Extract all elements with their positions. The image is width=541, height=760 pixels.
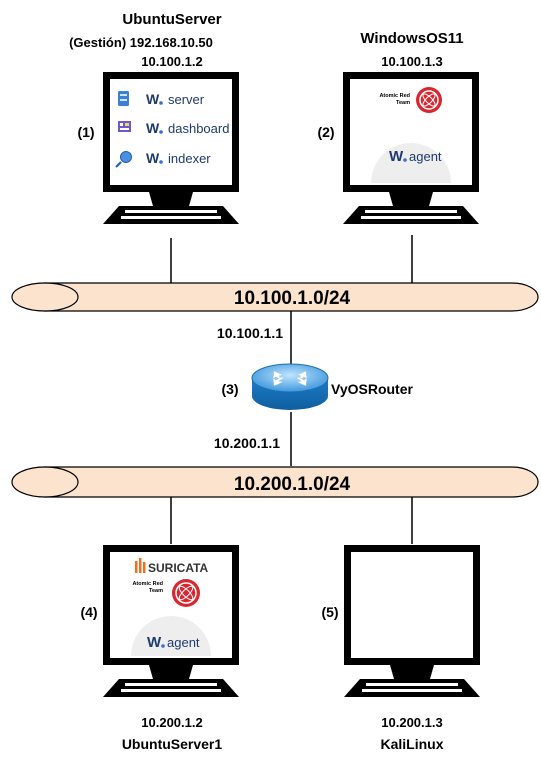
- wazuh-logo: W: [147, 634, 162, 651]
- router-index: (3): [221, 381, 238, 397]
- network-1-label: 10.100.1.0/24: [234, 288, 351, 309]
- server-icon: [118, 91, 129, 106]
- router-icon: [251, 363, 329, 410]
- host-4-index: (4): [80, 604, 97, 620]
- component-server: W server: [118, 91, 205, 107]
- host-1: UbuntuServer (Gestión) 192.168.10.50 10.…: [69, 11, 239, 224]
- router-name: VyOSRouter: [331, 381, 413, 397]
- suricata-text: SURICATA: [148, 561, 209, 575]
- host-5-index: (5): [321, 604, 338, 620]
- atomic-icon: [172, 579, 200, 607]
- host-5-ip: 10.200.1.3: [381, 715, 442, 730]
- wazuh-agent-badge: W agent: [371, 143, 451, 183]
- component-label: server: [168, 92, 205, 107]
- host-5-monitor: [344, 545, 480, 697]
- host-1-mgmt-ip: (Gestión) 192.168.10.50: [69, 35, 213, 50]
- links: [170, 235, 413, 544]
- host-2-name: WindowsOS11: [360, 30, 463, 47]
- host-1-ip: 10.100.1.2: [141, 54, 202, 69]
- atomic-red-team-logo: Atomic Red Team: [379, 87, 442, 113]
- router-ip-top: 10.100.1.1: [217, 325, 283, 341]
- host-2: WindowsOS11 10.100.1.3 (2) Atomic Red Te…: [317, 30, 479, 224]
- network-bus-2: 10.200.1.0/24: [11, 466, 539, 498]
- atomic-icon: [416, 87, 442, 113]
- host-5-name: KaliLinux: [380, 736, 443, 752]
- agent-label: agent: [409, 149, 442, 164]
- suricata-logo: SURICATA: [135, 558, 209, 575]
- host-4-name: UbuntuServer1: [122, 736, 223, 752]
- suricata-icon: [135, 558, 146, 573]
- wazuh-logo: W: [146, 120, 160, 136]
- host-4-ip: 10.200.1.2: [141, 715, 202, 730]
- host-2-ip: 10.100.1.3: [381, 54, 442, 69]
- router: 10.100.1.1 (3) VyOSRouter 10.200.1.1: [214, 325, 414, 451]
- atomic-text-1: Atomic Red: [132, 581, 163, 587]
- dashboard-icon: [118, 121, 131, 132]
- host-2-index: (2): [317, 124, 334, 140]
- wazuh-logo: W: [146, 150, 160, 166]
- wazuh-logo: W: [389, 148, 404, 165]
- agent-label: agent: [167, 635, 200, 650]
- host-1-name: UbuntuServer: [122, 11, 221, 28]
- atomic-red-team-logo: Atomic Red Team: [132, 579, 200, 607]
- component-indexer: W indexer: [115, 150, 211, 168]
- wazuh-logo: W: [146, 91, 160, 107]
- atomic-text-1: Atomic Red: [379, 93, 410, 99]
- router-ip-bottom: 10.200.1.1: [214, 435, 280, 451]
- component-label: indexer: [168, 151, 211, 166]
- component-dashboard: W dashboard: [118, 120, 229, 136]
- host-4: (4) SURICATA Atomic Red Team W: [80, 545, 239, 752]
- atomic-text-2: Team: [149, 588, 163, 594]
- indexer-icon: [115, 151, 132, 168]
- network-2-label: 10.200.1.0/24: [234, 474, 351, 495]
- host-1-index: (1): [77, 124, 94, 140]
- host-5: (5) 10.200.1.3 KaliLinux: [321, 545, 480, 752]
- wazuh-agent-badge: W agent: [131, 616, 211, 656]
- network-bus-1: 10.100.1.0/24: [11, 282, 539, 312]
- atomic-text-2: Team: [396, 100, 410, 106]
- component-label: dashboard: [168, 121, 229, 136]
